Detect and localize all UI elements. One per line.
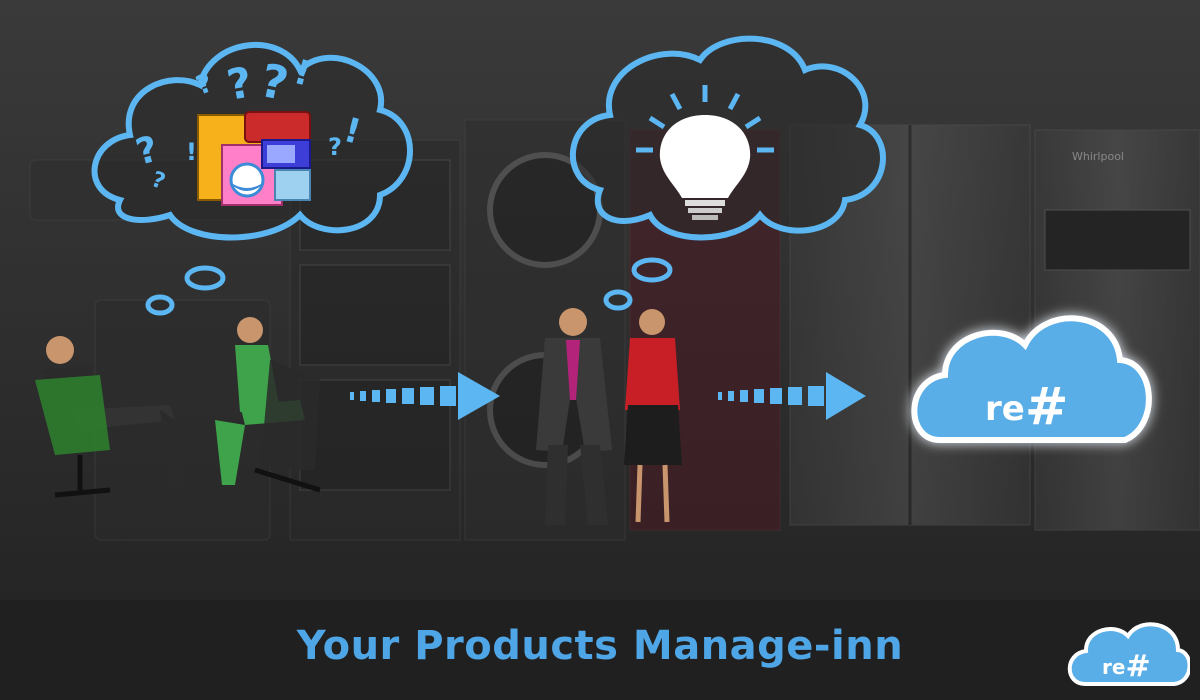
cloud-logo-icon <box>1067 622 1190 686</box>
standing-businesswoman <box>624 309 682 523</box>
lightbulb-icon <box>636 85 774 220</box>
appliance-brand-label: Whirlpool <box>1072 150 1124 163</box>
seated-businesswoman <box>215 317 321 493</box>
footer-bar <box>0 600 1200 700</box>
cloud-logo-icon <box>911 315 1152 443</box>
standing-businessman <box>536 308 612 525</box>
cloud-logo-text: re# <box>985 377 1068 437</box>
seated-businessman <box>35 336 185 498</box>
arrow-right-icon <box>350 372 500 420</box>
scene-illustration: Whirlpool ? ? ! ? ! ? ? ! ? <box>0 0 1200 600</box>
tagline-text: Your Products Manage-inn <box>296 623 904 669</box>
svg-text:?: ? <box>328 133 342 161</box>
svg-text:!: ! <box>186 138 197 166</box>
appliance-icon-cluster <box>197 111 311 206</box>
footer-logo[interactable]: re# <box>1060 618 1190 690</box>
footer-logo-text: re# <box>1102 649 1151 684</box>
arrow-right-icon <box>718 372 866 420</box>
